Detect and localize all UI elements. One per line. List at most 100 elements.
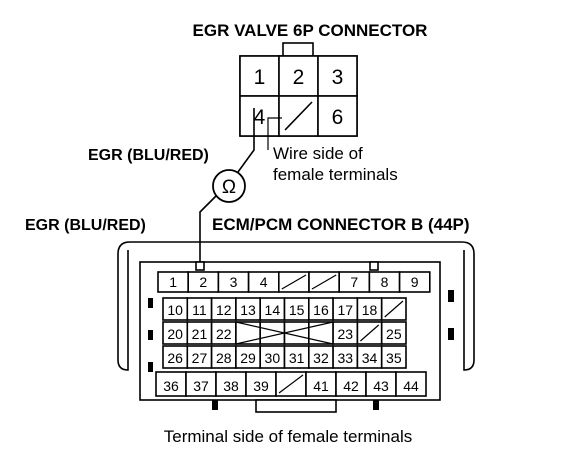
ecm-terminal-cell bbox=[308, 271, 341, 293]
ecm-terminal-cell: 27 bbox=[186, 345, 213, 369]
ecm-terminal-cell bbox=[259, 321, 286, 345]
ecm-terminal-cell: 14 bbox=[259, 297, 286, 321]
ohmmeter-icon: Ω bbox=[212, 169, 246, 203]
probe-wire-upper bbox=[237, 108, 255, 173]
ecm-terminal-label: 4 bbox=[260, 274, 268, 290]
ecm-terminal-cell: 28 bbox=[210, 345, 237, 369]
terminal-side-label: Terminal side of female terminals bbox=[164, 427, 412, 446]
ecm-terminal-label: 30 bbox=[265, 350, 281, 366]
bottom-key-right bbox=[373, 400, 379, 410]
ecm-terminal-cell bbox=[283, 321, 310, 345]
ecm-terminal-cell: 2 bbox=[187, 271, 220, 293]
ecm-terminal-label: 23 bbox=[337, 326, 353, 342]
egr-terminal-label: 4 bbox=[254, 106, 266, 129]
ecm-terminal-label: 20 bbox=[167, 326, 183, 342]
ecm-terminal-cell: 13 bbox=[235, 297, 261, 321]
ecm-terminal-cell bbox=[356, 321, 383, 345]
connector-shell-right bbox=[130, 241, 475, 371]
ecm-terminal-cell: 11 bbox=[186, 297, 213, 321]
ecm-terminal-label: 44 bbox=[403, 378, 419, 394]
ecm-terminal-label: 39 bbox=[253, 378, 269, 394]
side-label-leader bbox=[267, 117, 282, 150]
ecm-terminal-cell: 31 bbox=[283, 345, 310, 369]
ecm-terminal-label: 41 bbox=[313, 378, 329, 394]
ecm-terminal-cell: 15 bbox=[283, 297, 310, 321]
ecm-terminal-label: 35 bbox=[386, 350, 402, 366]
ecm-terminal-label: 3 bbox=[230, 274, 238, 290]
ecm-terminal-label: 12 bbox=[216, 302, 232, 318]
connector-shell-left bbox=[117, 241, 131, 371]
ecm-terminal-label: 31 bbox=[289, 350, 305, 366]
egr-valve-connector-title: EGR VALVE 6P CONNECTOR bbox=[193, 21, 428, 40]
ecm-terminal-cell: 44 bbox=[395, 371, 427, 397]
ecm-terminal-label: 18 bbox=[362, 302, 378, 318]
ecm-terminal-label: 28 bbox=[216, 350, 232, 366]
ecm-terminal-label: 15 bbox=[289, 302, 305, 318]
ecm-terminal-cell: 1 bbox=[157, 271, 190, 293]
egr-terminal-label: 6 bbox=[332, 106, 344, 129]
ecm-terminal-cell: 8 bbox=[368, 271, 401, 293]
egr-terminal-cell bbox=[278, 95, 319, 137]
egr-wire-label-top: EGR (BLU/RED) bbox=[88, 147, 209, 164]
ecm-terminal-label: 1 bbox=[169, 274, 177, 290]
ecm-terminal-label: 14 bbox=[265, 302, 281, 318]
egr-terminal-cell: 6 bbox=[317, 95, 358, 137]
ecm-terminal-cell bbox=[275, 371, 307, 397]
ecm-terminal-label: 27 bbox=[192, 350, 208, 366]
ecm-terminal-cell: 30 bbox=[259, 345, 286, 369]
ecm-terminal-cell: 17 bbox=[332, 297, 359, 321]
ecm-terminal-cell: 20 bbox=[162, 321, 189, 345]
ecm-terminal-cell bbox=[277, 271, 310, 293]
ecm-terminal-cell: 38 bbox=[215, 371, 247, 397]
ecm-terminal-label: 13 bbox=[240, 302, 256, 318]
ecm-terminal-label: 34 bbox=[362, 350, 378, 366]
ecm-terminal-label: 16 bbox=[313, 302, 329, 318]
ecm-terminal-cell: 33 bbox=[332, 345, 359, 369]
ecm-terminal-label: 42 bbox=[343, 378, 359, 394]
ecm-terminal-label: 11 bbox=[192, 302, 207, 318]
ecm-terminal-cell: 7 bbox=[338, 271, 371, 293]
ecm-terminal-cell: 32 bbox=[307, 345, 334, 369]
ecm-terminal-label: 38 bbox=[223, 378, 239, 394]
ecm-terminal-label: 9 bbox=[411, 274, 419, 290]
ecm-terminal-cell: 4 bbox=[247, 271, 280, 293]
ecm-terminal-cell: 42 bbox=[335, 371, 367, 397]
ecm-terminal-cell: 21 bbox=[186, 321, 213, 345]
latch-right-1 bbox=[448, 290, 454, 302]
ecm-terminal-label: 26 bbox=[167, 350, 183, 366]
ecm-connector-title: ECM/PCM CONNECTOR B (44P) bbox=[212, 215, 470, 234]
ecm-terminal-cell: 12 bbox=[210, 297, 237, 321]
ecm-terminal-label: 21 bbox=[192, 326, 208, 342]
ecm-terminal-cell: 26 bbox=[162, 345, 189, 369]
ecm-terminal-cell: 10 bbox=[162, 297, 189, 321]
top-key-left bbox=[195, 261, 205, 271]
top-key-right bbox=[369, 261, 379, 271]
bottom-lock-tab bbox=[255, 399, 337, 413]
ecm-terminal-label: 7 bbox=[350, 274, 358, 290]
ecm-terminal-cell: 23 bbox=[332, 321, 359, 345]
ecm-terminal-label: 22 bbox=[216, 326, 232, 342]
probe-wire-lower bbox=[199, 195, 217, 268]
ecm-terminal-cell: 35 bbox=[380, 345, 407, 369]
ecm-terminal-label: 17 bbox=[337, 302, 353, 318]
ecm-terminal-label: 10 bbox=[167, 302, 183, 318]
ecm-terminal-cell: 18 bbox=[356, 297, 383, 321]
egr-terminal-label: 1 bbox=[254, 66, 266, 89]
latch-left-2 bbox=[148, 330, 153, 340]
ecm-terminal-cell: 39 bbox=[245, 371, 277, 397]
ohm-symbol: Ω bbox=[222, 177, 236, 198]
ecm-terminal-label: 29 bbox=[240, 350, 256, 366]
ecm-terminal-cell: 36 bbox=[155, 371, 187, 397]
ecm-terminal-cell: 9 bbox=[398, 271, 431, 293]
ecm-terminal-cell: 37 bbox=[185, 371, 217, 397]
latch-left-1 bbox=[148, 298, 153, 308]
ecm-terminal-label: 36 bbox=[163, 378, 179, 394]
ecm-terminal-cell: 25 bbox=[380, 321, 407, 345]
ecm-terminal-label: 37 bbox=[193, 378, 209, 394]
wire-side-label-line2: female terminals bbox=[273, 165, 398, 184]
wire-side-label-line1: Wire side of bbox=[273, 144, 363, 163]
ecm-terminal-cell: 43 bbox=[365, 371, 397, 397]
ecm-terminal-cell: 34 bbox=[356, 345, 383, 369]
